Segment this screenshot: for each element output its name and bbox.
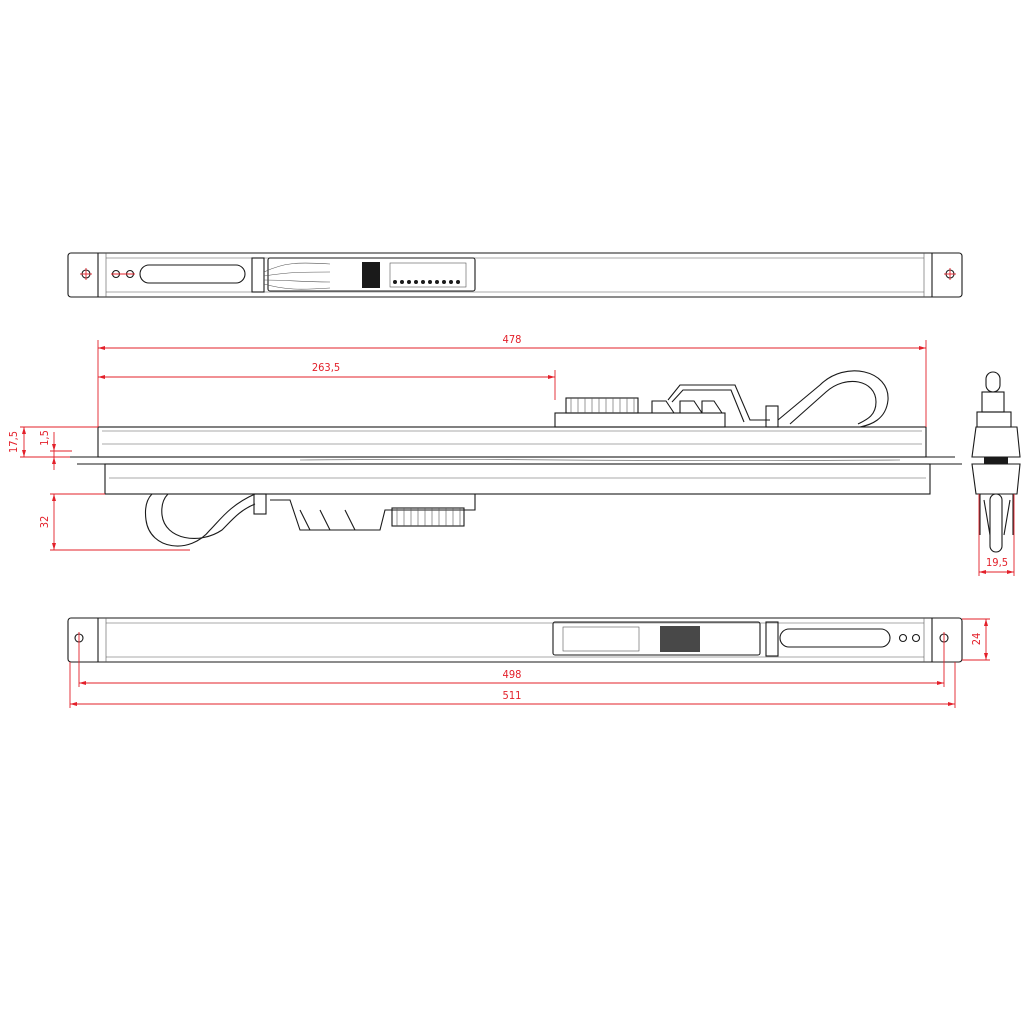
dim-19-5: 19,5 xyxy=(986,556,1008,569)
front-view xyxy=(70,370,962,547)
dim-24: 24 xyxy=(970,633,983,646)
side-view xyxy=(971,371,1021,553)
mounting-hole-icon xyxy=(944,268,956,280)
dim-17-5: 17,5 xyxy=(7,431,20,453)
mounting-hole-icon xyxy=(80,268,92,280)
top-view xyxy=(67,252,963,298)
dim-478: 478 xyxy=(503,333,522,346)
dim-263-5: 263,5 xyxy=(312,361,340,374)
dimensions: 478 263,5 17,5 1,5 32 19,5 24 498 511 xyxy=(7,333,1015,708)
dim-32: 32 xyxy=(38,516,51,529)
dim-1-5: 1,5 xyxy=(38,430,51,446)
dim-498: 498 xyxy=(503,668,522,681)
dim-511: 511 xyxy=(503,689,522,702)
bottom-view xyxy=(67,617,963,663)
terminal-pins xyxy=(393,280,460,284)
